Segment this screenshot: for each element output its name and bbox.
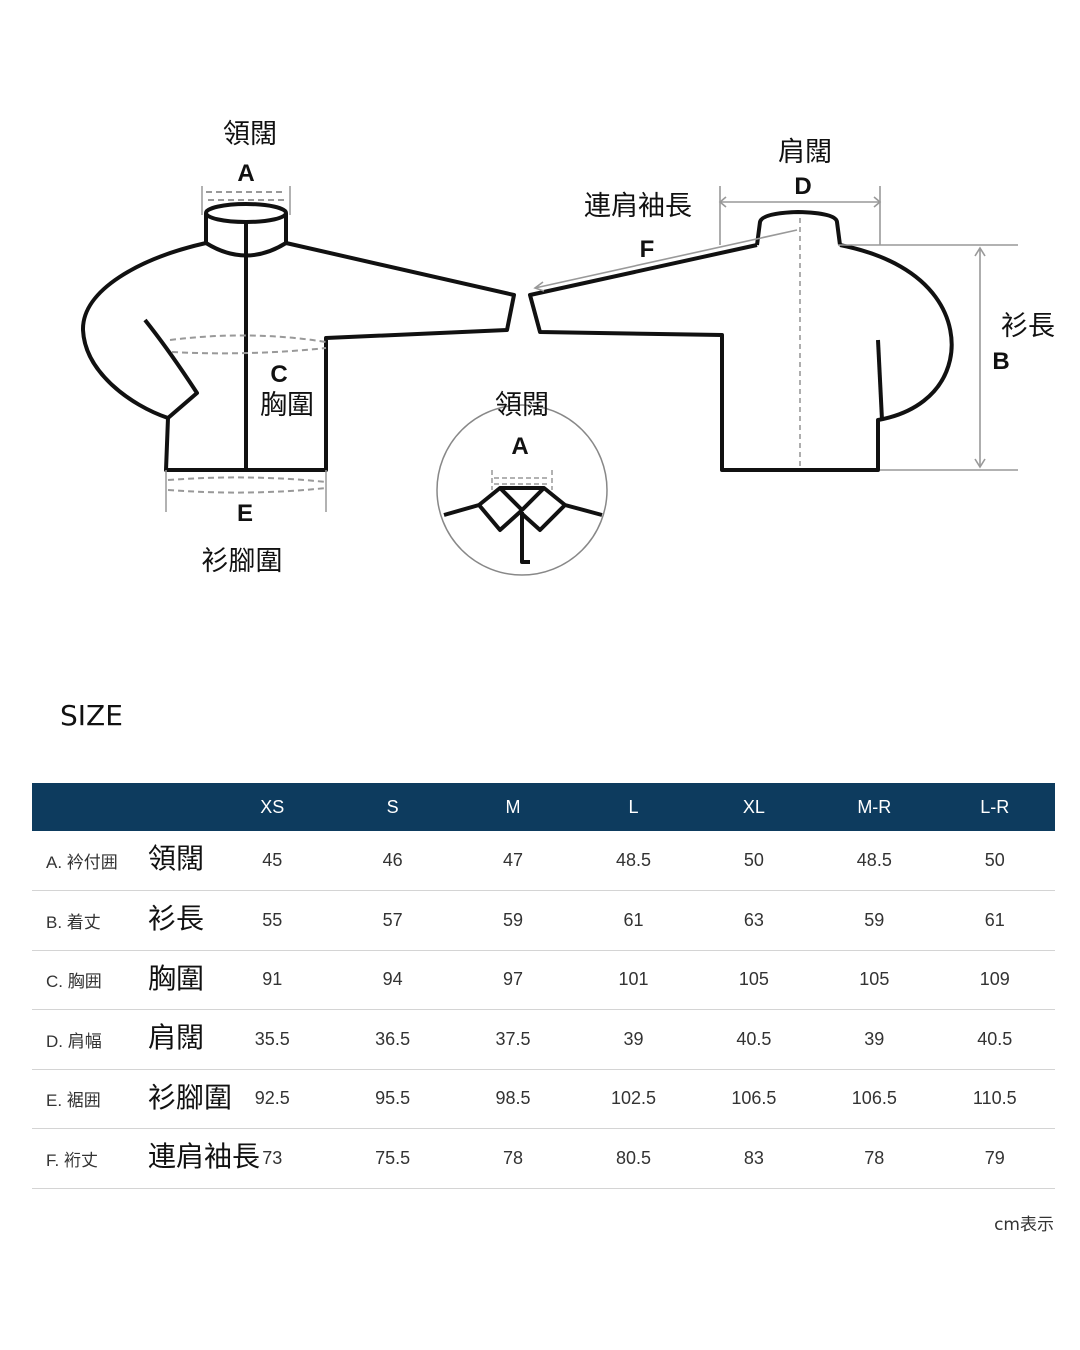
row-label: A. 衿付囲 [46,853,118,872]
row-label-cell: C. 胸囲 胸圍 [32,950,212,1010]
header-size: S [386,796,399,817]
value-cell: 39 [864,1028,885,1049]
value-cell: 47 [503,850,524,870]
value-cell: 50 [984,850,1005,870]
value-cell: 83 [743,1147,764,1168]
row-label: F. 裄丈 [46,1150,98,1170]
chest-label: 胸圍 [260,390,314,421]
value-cell: 75.5 [375,1147,411,1168]
row-label-cell: D. 肩幅 肩闊 [32,1010,212,1070]
value-cell: 39 [623,1028,644,1049]
value-cell: 98.5 [495,1088,531,1109]
value-cell: 109 [979,969,1010,990]
collar-inset [436,404,608,576]
size-title: SIZE [60,699,123,732]
header-size: XL [742,796,765,817]
value-cell: 50 [743,850,764,870]
value-cell: 97 [503,969,524,990]
row-label: B. 着丈 [46,912,101,932]
shoulder-letter: D [794,173,811,200]
value-cell: 73 [262,1147,283,1168]
front-collar-letter: A [237,160,254,187]
sleeve-label: 連肩袖長 [584,191,692,222]
chest-letter: C [270,361,287,388]
value-cell: 36.5 [375,1028,411,1049]
row-label-cell: F. 裄丈 連肩袖長 [32,1129,260,1189]
header-size: XS [260,796,285,817]
hem-label: 衫腳圍 [202,546,283,577]
value-cell: 40.5 [736,1028,772,1049]
value-cell: 63 [743,909,764,930]
value-cell: 110.5 [972,1088,1017,1109]
value-cell: 37.5 [495,1028,531,1049]
value-cell: 61 [984,909,1005,930]
table-row: C. 胸囲 胸圍 91 94 97 101 105 105 109 [32,950,1055,1010]
row-label-chinese: 胸圍 [148,961,205,995]
header-size: L [628,796,639,817]
value-cell: 92.5 [254,1088,290,1109]
row-label-cell: A. 衿付囲 領闊 [32,831,212,891]
unit-note: cm表示 [994,1215,1054,1235]
value-cell: 105 [859,969,890,990]
row-label: D. 肩幅 [46,1031,102,1051]
value-cell: 48.5 [856,850,892,870]
row-label: E. 裾囲 [46,1091,101,1111]
value-cell: 61 [623,909,644,930]
value-cell: 35.5 [254,1028,290,1049]
front-jacket-outline [80,202,516,472]
row-label-chinese: 衫長 [148,902,205,935]
value-cell: 101 [618,969,649,990]
value-cell: 95.5 [375,1088,411,1109]
value-cell: 106.5 [731,1088,777,1109]
value-cell: 78 [864,1147,885,1168]
hem-letter: E [237,500,253,527]
row-label-cell: E. 裾囲 衫腳圍 [32,1069,232,1129]
value-cell: 105 [738,969,769,990]
value-cell: 91 [262,969,283,990]
inset-collar-letter: A [511,433,528,460]
length-letter: B [992,348,1009,375]
header-size: M-R [857,796,892,817]
value-cell: 102.5 [610,1088,656,1109]
back-measure-lines [533,186,1018,471]
value-cell: 45 [262,850,283,870]
inset-collar-label: 領闊 [495,390,549,421]
value-cell: 48.5 [615,850,651,870]
row-label-cell: B. 着丈 衫長 [32,891,212,951]
table-row: D. 肩幅 肩闊 35.5 36.5 37.5 39 40.5 39 40.5 [32,1010,1055,1070]
row-label-chinese: 肩闊 [148,1021,205,1054]
value-cell: 79 [984,1147,1005,1168]
row-label-chinese: 領闊 [148,842,205,875]
length-label: 衫長 [1001,311,1055,342]
value-cell: 59 [864,909,885,930]
front-collar-label: 領闊 [223,119,277,150]
row-label-chinese: 連肩袖長 [148,1140,261,1173]
value-cell: 40.5 [977,1028,1013,1049]
value-cell: 46 [382,850,403,870]
header-size: L-R [980,796,1010,817]
sleeve-letter: F [640,236,655,263]
row-label-chinese: 衫腳圍 [148,1080,233,1114]
table-header-row: XS S M L XL M-R L-R [32,783,1055,831]
size-diagram: 領闊 A C 胸圍 E 衫腳圍 領闊 A 肩闊 D 連肩袖長 F 衫長 B [80,119,1055,577]
front-dimension-ticks [165,186,327,512]
value-cell: 59 [503,909,524,930]
value-cell: 78 [503,1147,524,1168]
value-cell: 94 [382,969,403,990]
table-row: B. 着丈 衫長 55 57 59 61 63 59 61 [32,891,1055,951]
size-table: XS S M L XL M-R L-R A. 衿付囲 領闊 45 46 47 48.5 50 48.5 50… [32,783,1055,1189]
value-cell: 80.5 [615,1147,651,1168]
shoulder-label: 肩闊 [778,137,832,168]
value-cell: 106.5 [851,1088,897,1109]
header-size: M [505,796,521,817]
table-row: A. 衿付囲 領闊 45 46 47 48.5 50 48.5 50 [32,831,1055,891]
value-cell: 57 [382,909,403,930]
table-row: E. 裾囲 衫腳圍 92.5 95.5 98.5 102.5 106.5 106.5 110.5 [32,1069,1055,1129]
header-blank [32,783,212,831]
value-cell: 55 [262,909,283,930]
front-measure-lines [167,191,327,494]
row-label: C. 胸囲 [46,972,102,992]
back-jacket-outline [528,210,954,472]
